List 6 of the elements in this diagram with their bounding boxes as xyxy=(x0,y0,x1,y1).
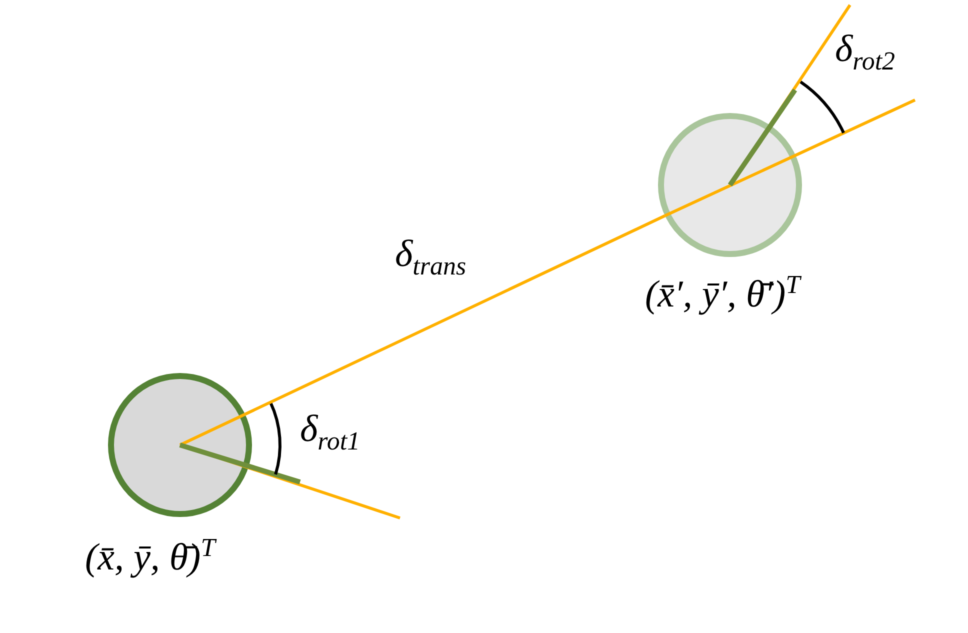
pose-label: (x̄′, ȳ′, θ̄′)$^{T}$ xyxy=(645,272,800,314)
edge-label: δ$_{trans}$ xyxy=(395,235,466,280)
angle-label: δ$_{rot1}$ xyxy=(300,410,360,455)
connector-line xyxy=(244,214,666,416)
angle-label: δ$_{rot2}$ xyxy=(835,30,896,75)
pose-label: (x̄, ȳ, θ̄)$^{T}$ xyxy=(85,535,216,577)
